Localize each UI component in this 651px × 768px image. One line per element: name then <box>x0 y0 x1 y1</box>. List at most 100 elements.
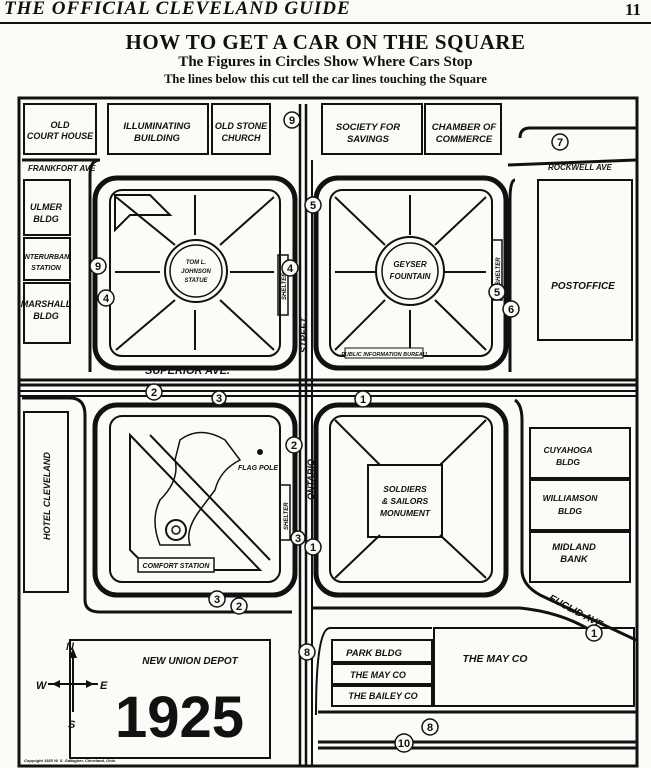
svg-text:OLD: OLD <box>51 120 70 130</box>
street-vertical-label: STREET <box>299 316 309 353</box>
stop-2-bottom: 2 <box>230 597 248 615</box>
svg-text:SAVINGS: SAVINGS <box>347 134 390 145</box>
building-society-for-savings: SOCIETY FOR SAVINGS <box>321 103 423 155</box>
svg-text:HOTEL CLEVELAND: HOTEL CLEVELAND <box>42 452 52 540</box>
stop-2-superior: 2 <box>145 383 163 401</box>
building-may-co-small: THE MAY CO <box>331 663 433 685</box>
svg-text:BANK: BANK <box>560 554 589 565</box>
track-bottom-left <box>315 627 432 716</box>
svg-text:STATION: STATION <box>31 265 62 272</box>
superior-ave-tracks <box>20 378 636 397</box>
svg-text:THE MAY CO: THE MAY CO <box>350 670 406 680</box>
quadrant-southwest: FLAG POLE COMFORT STATION SHELTER <box>92 402 298 598</box>
tom-johnson-label-3: STATUE <box>184 278 208 284</box>
svg-text:ILLUMINATING: ILLUMINATING <box>123 121 191 132</box>
svg-text:2: 2 <box>236 601 242 613</box>
svg-text:COURT HOUSE: COURT HOUSE <box>27 131 94 141</box>
public-information-label: PUBLIC INFORMATION BUREAU <box>341 352 427 358</box>
svg-text:MARSHALL: MARSHALL <box>21 299 72 309</box>
year-label: 1925 <box>115 685 244 750</box>
building-hotel-cleveland: HOTEL CLEVELAND <box>23 411 69 593</box>
svg-text:9: 9 <box>95 261 101 273</box>
page-number: 11 <box>624 0 641 19</box>
geyser-label-2: FOUNTAIN <box>390 272 431 281</box>
svg-text:SOCIETY FOR: SOCIETY FOR <box>336 122 400 133</box>
svg-text:BLDG: BLDG <box>556 457 580 467</box>
svg-text:POSTOFFICE: POSTOFFICE <box>551 281 615 292</box>
building-bailey-co: THE BAILEY CO <box>331 685 433 707</box>
stop-1-superior: 1 <box>354 390 372 408</box>
stop-7: 7 <box>551 133 569 151</box>
svg-text:BLDG: BLDG <box>33 311 59 321</box>
building-interurban: INTERURBAN STATION <box>23 237 71 281</box>
stop-3-ontario: 3 <box>290 530 306 546</box>
stop-4-left: 4 <box>97 289 115 307</box>
stop-3-bottom: 3 <box>208 590 226 608</box>
building-williamson: WILLIAMSON BLDG <box>529 479 631 531</box>
track-rockwell <box>518 126 636 139</box>
building-ulmer: ULMER BLDG <box>23 179 71 236</box>
flag-pole-label: FLAG POLE <box>238 465 278 472</box>
stop-1-euclid: 1 <box>585 624 603 642</box>
svg-text:3: 3 <box>214 594 220 606</box>
track-euclid <box>312 606 591 632</box>
svg-text:1: 1 <box>360 394 366 406</box>
svg-text:OLD STONE: OLD STONE <box>215 121 268 131</box>
svg-text:2: 2 <box>291 440 297 452</box>
svg-text:BLDG: BLDG <box>33 214 59 224</box>
compass-e: E <box>100 680 108 692</box>
svg-text:CHURCH: CHURCH <box>222 133 261 143</box>
stop-8-left: 8 <box>298 643 316 661</box>
svg-text:PARK BLDG: PARK BLDG <box>346 648 402 659</box>
stop-6: 6 <box>502 300 520 318</box>
street-superior: SUPERIOR AVE. <box>145 365 230 377</box>
quadrant-southeast: SOLDIERS & SAILORS MONUMENT <box>313 402 509 598</box>
building-old-stone-church: OLD STONE CHURCH <box>211 103 271 155</box>
svg-text:5: 5 <box>310 200 316 212</box>
soldiers-label-1: SOLDIERS <box>383 484 427 494</box>
svg-text:CHAMBER OF: CHAMBER OF <box>432 122 497 133</box>
running-title: THE OFFICIAL CLEVELAND GUIDE <box>4 0 351 19</box>
svg-text:8: 8 <box>304 647 310 659</box>
page-header: THE OFFICIAL CLEVELAND GUIDE 11 <box>0 0 651 24</box>
quadrant-northwest: TOM L. JOHNSON STATUE SHELTER <box>92 175 298 371</box>
svg-text:10: 10 <box>398 738 410 750</box>
building-park: PARK BLDG <box>331 639 433 663</box>
soldiers-label-3: MONUMENT <box>380 508 431 518</box>
comfort-station-label: COMFORT STATION <box>143 563 211 570</box>
building-marshall: MARSHALL BLDG <box>21 282 72 344</box>
compass-w: W <box>36 680 48 692</box>
track-west-loop <box>22 158 101 372</box>
shelter-ne: SHELTER <box>496 257 502 285</box>
svg-text:3: 3 <box>216 393 222 405</box>
tom-johnson-label-2: JOHNSON <box>181 269 211 275</box>
svg-text:INTERURBAN: INTERURBAN <box>23 254 70 261</box>
building-cuyahoga: CUYAHOGA BLDG <box>529 427 631 479</box>
building-new-union-depot: NEW UNION DEPOT <box>69 639 271 759</box>
building-illuminating: ILLUMINATING BUILDING <box>107 103 209 155</box>
compass-rose: N S W E <box>36 641 108 731</box>
street-ontario: ONTARIO <box>306 459 316 500</box>
building-chamber-of-commerce: CHAMBER OF COMMERCE <box>424 103 502 155</box>
svg-text:CUYAHOGA: CUYAHOGA <box>544 445 593 455</box>
svg-text:5: 5 <box>494 287 500 299</box>
shelter-sw: SHELTER <box>284 502 290 530</box>
svg-text:BLDG: BLDG <box>558 506 582 516</box>
stop-3-superior: 3 <box>211 390 227 406</box>
svg-text:1: 1 <box>310 542 316 554</box>
svg-text:MIDLAND: MIDLAND <box>552 542 596 553</box>
svg-text:ULMER: ULMER <box>30 202 62 212</box>
stop-1-ontario: 1 <box>304 538 322 556</box>
quadrant-northeast: GEYSER FOUNTAIN SHELTER PUBLIC INFORMATI… <box>313 175 509 371</box>
street-rockwell: ROCKWELL AVE <box>548 163 613 172</box>
building-old-court-house: OLD COURT HOUSE <box>23 103 97 155</box>
compass-n: N <box>66 641 75 653</box>
copyright-caption: Copyright 1925 W. S. Gallagher, Clevelan… <box>24 758 116 763</box>
track-sw-loop <box>22 396 292 614</box>
tom-johnson-label-1: TOM L. <box>186 260 207 266</box>
svg-text:BUILDING: BUILDING <box>134 133 181 144</box>
building-may-co-large: THE MAY CO <box>433 627 635 707</box>
svg-text:3: 3 <box>295 533 301 545</box>
svg-text:NEW UNION DEPOT: NEW UNION DEPOT <box>142 656 238 667</box>
